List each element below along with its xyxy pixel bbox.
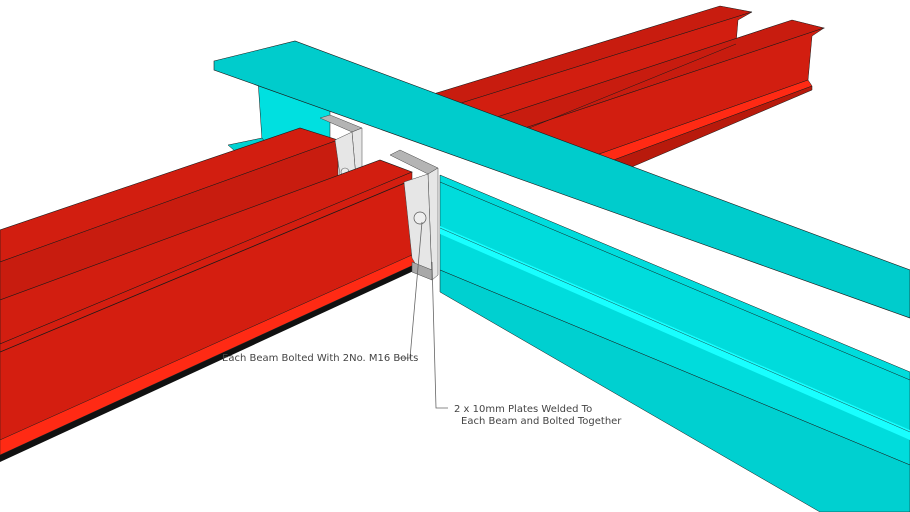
plate-back-left <box>319 114 363 179</box>
red-beam-back-right-near <box>479 19 826 181</box>
annotation-bolts: Each Beam Bolted With 2No. M16 Bolts <box>222 353 419 364</box>
leader-lines <box>398 221 448 409</box>
cyan-primary-beam <box>213 40 910 512</box>
plate-front <box>389 149 439 281</box>
bolt-icon <box>413 211 427 225</box>
annotation-plates-line2: Each Beam and Bolted Together <box>461 416 622 427</box>
annotation-plates-line1: 2 x 10mm Plates Welded To <box>454 404 593 415</box>
red-beam-front-left <box>0 159 421 462</box>
